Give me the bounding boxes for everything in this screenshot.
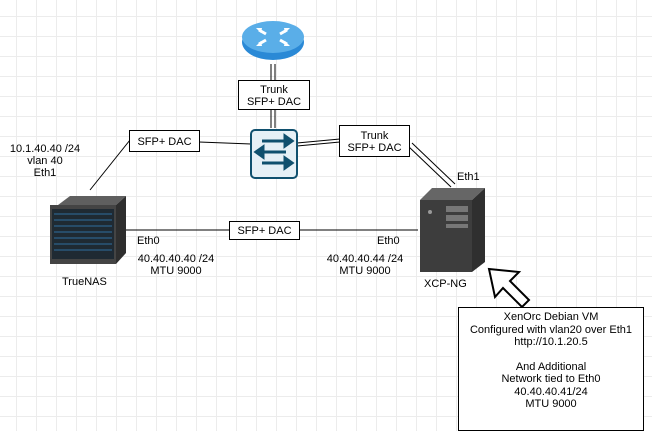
link-label-truenas-switch: SFP+ DAC: [129, 130, 200, 152]
note-line-2: Configured with vlan20 over Eth1: [469, 323, 633, 336]
xcpng-eth0-info: 40.40.40.44 /24 MTU 9000: [309, 253, 421, 277]
note-line-7: MTU 9000: [525, 398, 577, 410]
link-label-switch-xcp: Trunk SFP+ DAC: [339, 125, 410, 157]
xcpng-eth0-mtu: MTU 9000: [339, 265, 391, 277]
truenas-eth0-label: Eth0: [137, 235, 160, 247]
note-line-5: Network tied to Eth0: [501, 373, 601, 385]
link-label-line1: SFP+ DAC: [237, 225, 292, 237]
link-router-switch: [270, 64, 276, 128]
truenas-name: TrueNAS: [62, 276, 107, 288]
link-truenas-switch: [89, 139, 252, 191]
xcpng-eth0-ip: 40.40.40.44 /24: [326, 253, 404, 265]
truenas-eth1-vlan: vlan 40: [27, 155, 63, 167]
tower-server-icon: [420, 188, 485, 272]
truenas-eth0-mtu: MTU 9000: [150, 265, 202, 277]
truenas-eth1-ip: 10.1.40.40 /24: [9, 143, 81, 155]
network-switch-icon: [250, 129, 298, 179]
link-label-line1: Trunk: [260, 84, 288, 96]
xcpng-eth1-label: Eth1: [457, 171, 480, 183]
truenas-eth1-label: Eth1: [33, 167, 57, 179]
xcpng-eth0-label: Eth0: [377, 235, 400, 247]
truenas-eth0-ip: 40.40.40.40 /24: [137, 253, 215, 265]
callout-arrow-icon: [487, 267, 531, 309]
link-label-router-switch: Trunk SFP+ DAC: [238, 80, 310, 110]
note-line-1: XenOrc Debian VM: [503, 311, 599, 323]
note-line-6: 40.40.40.41/24: [514, 385, 588, 398]
note-line-4: And Additional: [515, 360, 587, 373]
link-label-line1: SFP+ DAC: [137, 136, 192, 148]
vm-note-box: XenOrc Debian VM Configured with vlan20 …: [458, 307, 644, 431]
link-label-line1: Trunk: [360, 130, 389, 142]
link-label-truenas-xcp: SFP+ DAC: [229, 221, 300, 240]
note-line-3: http://10.1.20.5: [514, 336, 588, 348]
link-label-line2: SFP+ DAC: [347, 142, 402, 154]
server-rack-icon: [50, 196, 126, 264]
xcpng-name: XCP-NG: [424, 278, 467, 290]
truenas-eth1-info: 10.1.40.40 /24 vlan 40 Eth1: [5, 143, 85, 179]
link-switch-xcp: [296, 138, 456, 188]
truenas-eth0-info: 40.40.40.40 /24 MTU 9000: [120, 253, 232, 277]
router-icon: [242, 21, 304, 60]
link-label-line2: SFP+ DAC: [246, 96, 302, 108]
